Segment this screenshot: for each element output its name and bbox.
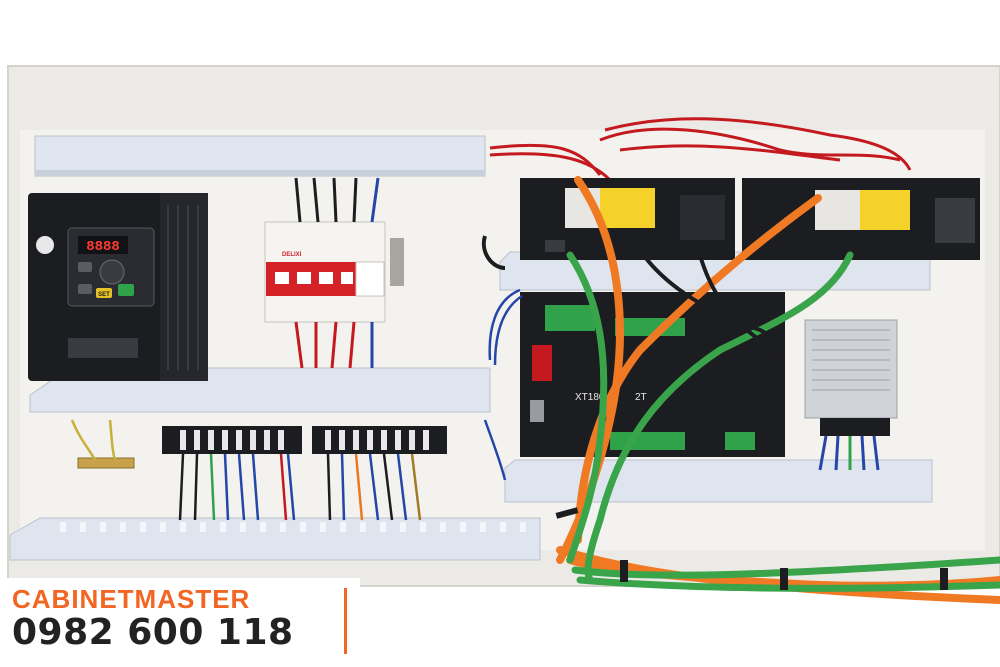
stepper-driver-1 <box>520 178 735 260</box>
right-lower-duct <box>504 459 933 503</box>
brand-name: CABINETMASTER <box>12 584 251 614</box>
top-wire-duct <box>34 135 486 177</box>
terminal-block-left <box>162 426 302 454</box>
ground-bar <box>77 457 135 469</box>
breaker-wires <box>294 177 380 369</box>
red-wiring-top <box>489 117 912 182</box>
black-signal-cables <box>481 235 783 387</box>
power-supply <box>804 319 898 471</box>
breaker-brand: DELIXI <box>282 252 302 258</box>
circuit-breaker <box>264 221 404 323</box>
vfd-drive <box>28 193 208 381</box>
vfd-display: 8888 <box>86 239 120 255</box>
brand-watermark: CABINETMASTER 0982 600 118 <box>0 578 360 667</box>
brand-divider <box>344 588 347 654</box>
green-servo-cables <box>566 251 1000 592</box>
motion-controller <box>520 292 785 457</box>
controller-model: XT180 <box>575 392 605 403</box>
vfd-set-label: SET <box>98 292 110 298</box>
blue-wire-bundle <box>483 288 523 481</box>
cable-ties <box>555 507 948 590</box>
controller-suffix: 2T <box>635 392 647 403</box>
terminal-wires <box>70 419 422 521</box>
stepper-driver-2 <box>742 178 980 260</box>
bottom-wire-duct <box>9 517 541 561</box>
brand-phone: 0982 600 118 <box>12 612 294 653</box>
terminal-block-right <box>312 426 447 454</box>
right-upper-duct <box>499 251 931 291</box>
